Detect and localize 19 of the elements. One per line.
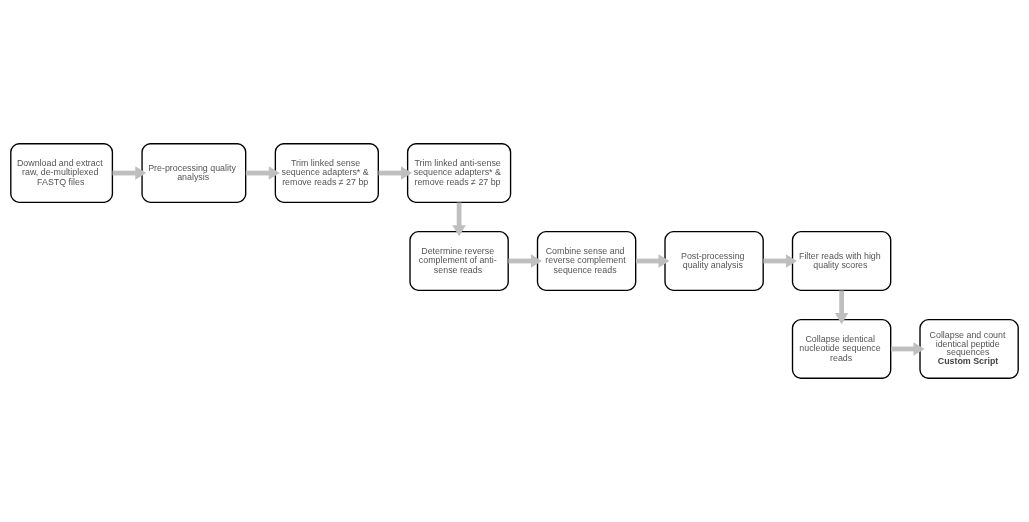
node-box: Determine reverse complement of anti-sense reads — [409, 231, 509, 291]
node-box: Download and extract raw, de-multiplexed FASTQ files — [10, 143, 114, 204]
arrow — [508, 254, 542, 268]
node-box: Filter reads with high quality scores — [791, 231, 892, 291]
arrow — [452, 202, 466, 237]
arrow — [763, 254, 797, 268]
arrow — [245, 166, 280, 180]
node-box: Pre-processing quality analysis — [141, 143, 247, 204]
node-box: Trim linked sense sequence adapters* & remove reads ≠ 27 bp — [274, 143, 379, 204]
node-box: Post-processing quality analysis — [664, 231, 764, 291]
arrow — [378, 166, 413, 180]
node-box: Collapse identical nucleotide sequence reads — [791, 318, 892, 379]
node-box: Trim linked anti-sense sequence adapters* & remove reads ≠ 27 bp — [406, 143, 512, 204]
arrow — [635, 254, 670, 268]
arrow — [112, 166, 147, 180]
node-box: Combine sense and reverse complement sequence reads — [536, 231, 637, 291]
arrow — [834, 290, 849, 325]
arrow — [890, 342, 925, 356]
node-box: Collapse and count identical peptide sequences Custom Script — [919, 318, 1019, 379]
